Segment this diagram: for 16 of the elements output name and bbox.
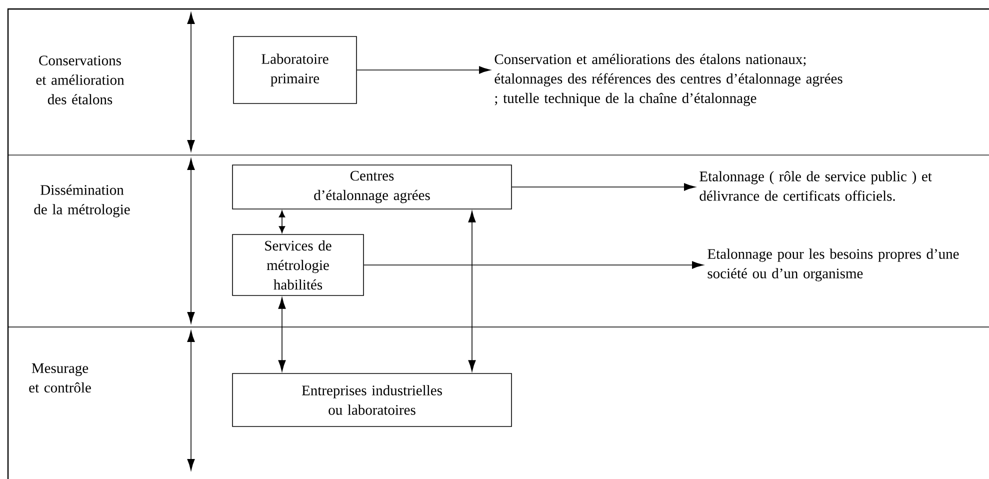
arrow bbox=[278, 297, 286, 372]
process-box: Services de métrologie habilités bbox=[232, 234, 364, 296]
process-box: Entreprises industrielles ou laboratoires bbox=[232, 373, 512, 427]
arrow bbox=[468, 210, 476, 372]
arrow bbox=[512, 183, 696, 191]
description-text: Conservation et améliorations des étalons nationaux; étalonnages des références des centres d’étalonnage agrées ; tutelle technique de la chaîne d’étalonnage bbox=[494, 54, 842, 106]
arrow bbox=[364, 261, 704, 269]
process-box: Laboratoire primaire bbox=[233, 36, 357, 104]
arrow bbox=[356, 66, 490, 74]
description-text: Etalonnage ( rôle de service public ) et délivrance de certificats officiels. bbox=[700, 171, 932, 201]
process-box: Centres d’étalonnage agrées bbox=[232, 164, 512, 210]
band-label: Mesurage et contrôle bbox=[29, 363, 91, 393]
description-text: Etalonnage pour les besoins propres d’une société ou d’un organisme bbox=[708, 248, 959, 282]
band-label: Dissémination de la métrologie bbox=[34, 184, 130, 218]
band-label: Conservations et amélioration des étalons bbox=[36, 56, 124, 104]
arrow bbox=[278, 210, 286, 234]
